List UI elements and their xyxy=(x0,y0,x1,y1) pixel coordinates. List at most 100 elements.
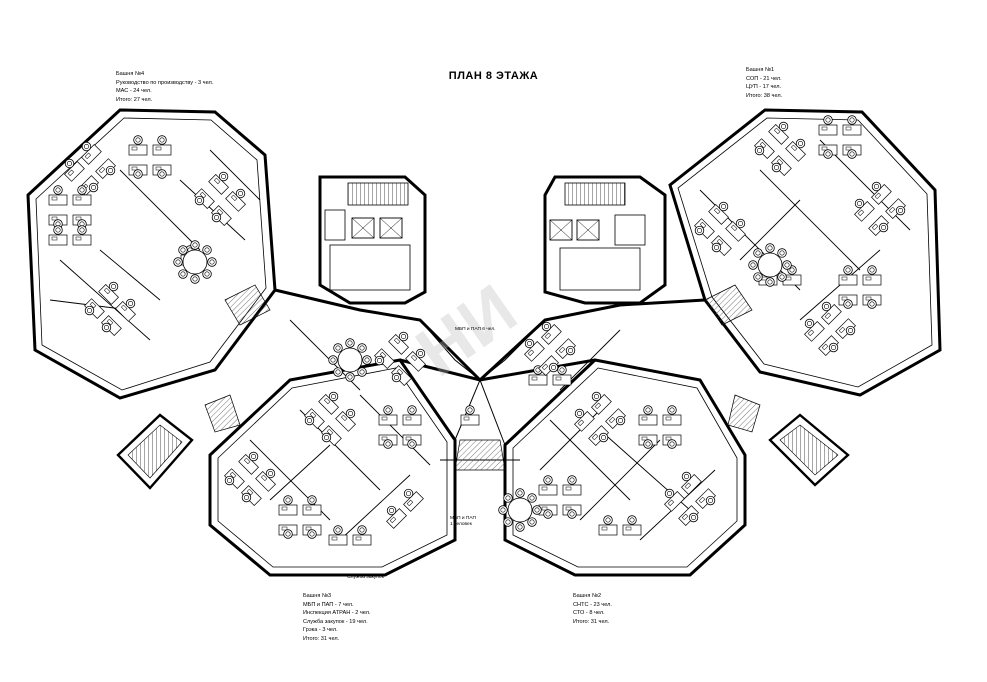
chair xyxy=(804,318,815,329)
chair xyxy=(307,495,317,505)
chair xyxy=(307,529,317,539)
plan-title: ПЛАН 8 ЭТАЖА xyxy=(448,70,539,82)
chair xyxy=(194,195,205,206)
chair xyxy=(524,338,535,349)
desk xyxy=(48,194,68,206)
chair xyxy=(667,439,677,449)
chair xyxy=(64,158,75,169)
desk xyxy=(402,414,422,426)
chair xyxy=(190,274,200,284)
chair xyxy=(567,475,577,485)
chair xyxy=(357,525,367,535)
chair xyxy=(681,471,692,482)
supply-callout: Служба закупок xyxy=(347,574,384,580)
tower-4-line: Итого: 27 чел. xyxy=(116,96,153,103)
chair xyxy=(345,372,355,382)
tower-1-outline xyxy=(668,108,942,397)
desk xyxy=(528,374,548,386)
chair xyxy=(753,248,763,258)
desk xyxy=(352,534,372,546)
chair xyxy=(241,492,252,503)
chair xyxy=(386,505,397,516)
desk xyxy=(862,274,882,286)
chair xyxy=(515,522,525,532)
chair xyxy=(84,305,95,316)
chair xyxy=(847,149,857,159)
chair xyxy=(81,141,92,152)
chair xyxy=(845,325,856,336)
chair xyxy=(283,529,293,539)
chair xyxy=(823,115,833,125)
tower-2-heading: Башня №2 xyxy=(573,593,602,599)
chair xyxy=(777,272,787,282)
chair xyxy=(345,338,355,348)
desk xyxy=(278,504,298,516)
tower-2-line: СНТС - 23 чел. xyxy=(573,601,612,608)
tower-3-line: Инспекция АТРАН - 2 чел. xyxy=(303,610,371,617)
chair xyxy=(190,240,200,250)
tower-3-line: Грэка - 3 чел. xyxy=(303,627,338,634)
chair xyxy=(53,185,63,195)
desk xyxy=(302,504,322,516)
chair xyxy=(503,493,513,503)
chair xyxy=(557,365,567,375)
chair xyxy=(407,439,417,449)
chair xyxy=(333,367,343,377)
chair xyxy=(77,185,87,195)
chair xyxy=(207,257,217,267)
chair xyxy=(157,135,167,145)
chair xyxy=(643,405,653,415)
chair xyxy=(778,121,789,132)
stair-right xyxy=(768,413,850,487)
chair xyxy=(615,415,626,426)
desk xyxy=(562,484,582,496)
chair xyxy=(515,488,525,498)
chair xyxy=(777,248,787,258)
desk xyxy=(72,194,92,206)
chair xyxy=(782,260,792,270)
desk xyxy=(460,414,480,426)
chair xyxy=(333,525,343,535)
chair xyxy=(173,257,183,267)
chair xyxy=(527,493,537,503)
core-left xyxy=(318,175,427,305)
chair xyxy=(498,505,508,515)
chair xyxy=(248,451,259,462)
tower-3-line: МБП и ПАП - 7 чел. xyxy=(303,601,354,608)
chair xyxy=(133,135,143,145)
chair xyxy=(821,301,832,312)
tower-2-line: Итого: 31 чел. xyxy=(573,618,610,625)
service-zones xyxy=(204,284,761,471)
chair xyxy=(871,181,882,192)
chair xyxy=(664,488,675,499)
desk xyxy=(838,274,858,286)
meeting-table xyxy=(507,497,533,523)
meeting-table xyxy=(337,347,363,373)
chair xyxy=(532,505,542,515)
chair xyxy=(503,517,513,527)
chair xyxy=(543,475,553,485)
chair xyxy=(705,495,716,506)
chair xyxy=(383,405,393,415)
core-right xyxy=(543,175,667,305)
tower-4-line: МАС - 24 чел. xyxy=(116,88,152,95)
chair xyxy=(718,201,729,212)
tower-1-legend: Башня №1 СОП - 21 чел. ЦУП - 17 чел. Ито… xyxy=(746,66,782,100)
chair xyxy=(328,391,339,402)
chair xyxy=(667,405,677,415)
desk xyxy=(152,144,172,156)
tower-4-legend: Башня №4 Руководство по производству - 3… xyxy=(116,70,213,104)
chair xyxy=(795,138,806,149)
chair xyxy=(202,269,212,279)
chair xyxy=(321,432,332,443)
desk xyxy=(72,234,92,246)
mbp-top-callout: МБП и ПАП 6 чел. xyxy=(455,327,496,332)
chair xyxy=(235,188,246,199)
chair xyxy=(754,145,765,156)
desk xyxy=(622,524,642,536)
chair xyxy=(688,512,699,523)
desk xyxy=(638,414,658,426)
tower-3-legend: Башня №3 МБП и ПАП - 7 чел. Инспекция АТ… xyxy=(303,592,371,644)
tower-2-outline xyxy=(503,358,747,577)
